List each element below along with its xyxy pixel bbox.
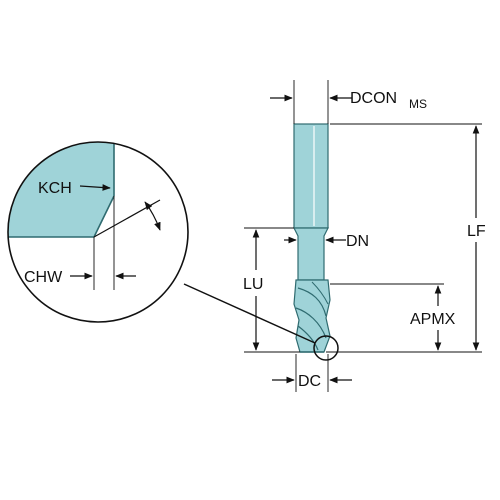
label-kch: KCH [38, 180, 72, 197]
dim-dn: DN [284, 233, 369, 250]
flute-helix-4 [311, 281, 329, 305]
flute-helix-1 [297, 287, 327, 317]
end-mill-tool [293, 123, 331, 353]
detail-angle-arc [144, 201, 161, 231]
detail-chamfer-edge [93, 195, 115, 238]
tool-shank [293, 123, 329, 229]
dim-lu: LU [243, 227, 300, 353]
label-lf: LF [467, 223, 486, 240]
detail-leader-line [183, 283, 316, 344]
dim-lf: LF [326, 123, 486, 353]
tool-neck [293, 227, 329, 281]
detail-circle-frame [7, 141, 189, 323]
label-lu: LU [243, 276, 263, 293]
detail-view: KCH CHW [7, 141, 189, 323]
label-dc: DC [298, 373, 321, 390]
label-apmx: APMX [410, 311, 456, 328]
detail-callout [183, 283, 339, 361]
label-chw: CHW [24, 269, 63, 286]
detail-target-circle [313, 335, 339, 361]
dim-dcon: DCON MS [270, 80, 427, 124]
label-dcon-sub: MS [409, 97, 427, 111]
label-dcon: DCON [350, 90, 397, 107]
dim-dc: DC [272, 354, 352, 392]
flute-helix-2 [295, 307, 327, 339]
flute-helix-3 [297, 325, 319, 351]
label-dn: DN [346, 233, 369, 250]
detail-tool-body [8, 142, 114, 237]
dim-apmx: APMX [330, 283, 456, 351]
